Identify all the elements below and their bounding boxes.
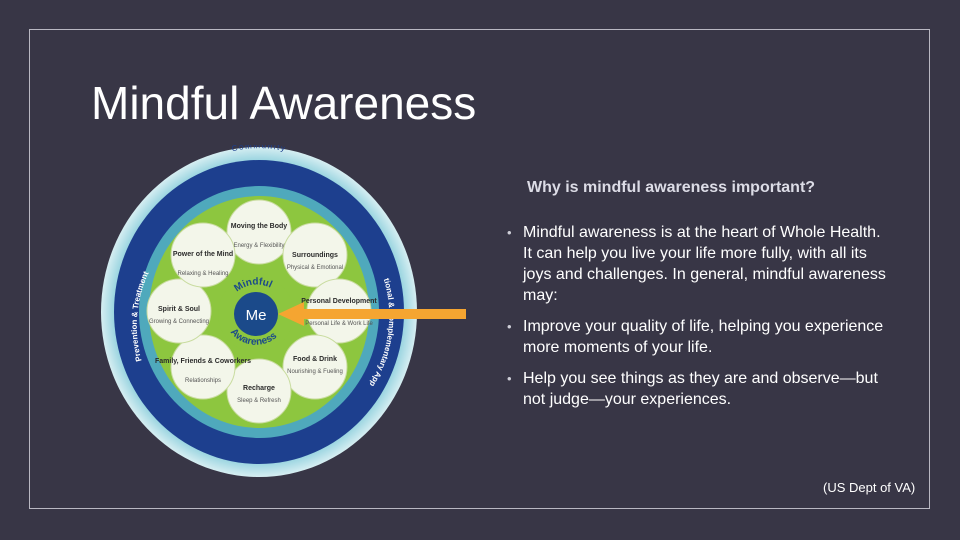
bullet-text: Help you see things as they are and obse… <box>523 370 878 408</box>
center-circle <box>234 292 278 336</box>
bullet-item: • Mindful awareness is at the heart of W… <box>507 222 887 306</box>
slide-title: Mindful Awareness <box>91 77 477 129</box>
segment-title-recharge: Recharge <box>243 385 275 392</box>
segment-title-moving: Moving the Body <box>231 223 287 230</box>
bullet-list: • Mindful awareness is at the heart of W… <box>507 222 887 420</box>
wheel-petals <box>146 199 372 424</box>
bullet-dot: • <box>507 225 512 240</box>
segment-title-personal: Personal Development <box>301 298 377 305</box>
pointer-arrow <box>278 302 466 326</box>
subheading: Why is mindful awareness important? <box>527 179 816 196</box>
segment-sub-family: Relationships <box>185 378 221 384</box>
center-label: Me <box>246 307 267 324</box>
segment-sub-spirit: Growing & Connecting <box>149 319 209 325</box>
bullet-dot: • <box>507 319 512 334</box>
whole-health-wheel: Me Mindful Awareness Community Preventio… <box>99 145 417 477</box>
slide-frame <box>29 29 930 509</box>
bullet-item: • Improve your quality of life, helping … <box>507 316 887 358</box>
segment-sub-surroundings: Physical & Emotional <box>287 265 343 271</box>
segment-title-food: Food & Drink <box>293 356 337 363</box>
bullet-dot: • <box>507 371 512 386</box>
segment-sub-moving: Energy & Flexibility <box>233 243 284 249</box>
citation: (US Dept of VA) <box>823 480 916 495</box>
segment-title-family: Family, Friends & Coworkers <box>155 358 251 365</box>
segment-title-surroundings: Surroundings <box>292 252 338 259</box>
segment-sub-personal: Personal Life & Work Life <box>305 321 373 327</box>
bullet-item: • Help you see things as they are and ob… <box>507 368 887 410</box>
segment-title-spirit: Spirit & Soul <box>158 306 200 313</box>
segment-sub-food: Nourishing & Fueling <box>287 369 343 375</box>
bullet-text: Mindful awareness is at the heart of Who… <box>523 224 886 304</box>
bullet-text: Improve your quality of life, helping yo… <box>523 318 884 356</box>
segment-title-power: Power of the Mind <box>173 251 233 258</box>
segment-sub-recharge: Sleep & Refresh <box>237 398 281 404</box>
community-ring-label: Community <box>231 145 288 153</box>
segment-sub-power: Relaxing & Healing <box>177 271 228 277</box>
